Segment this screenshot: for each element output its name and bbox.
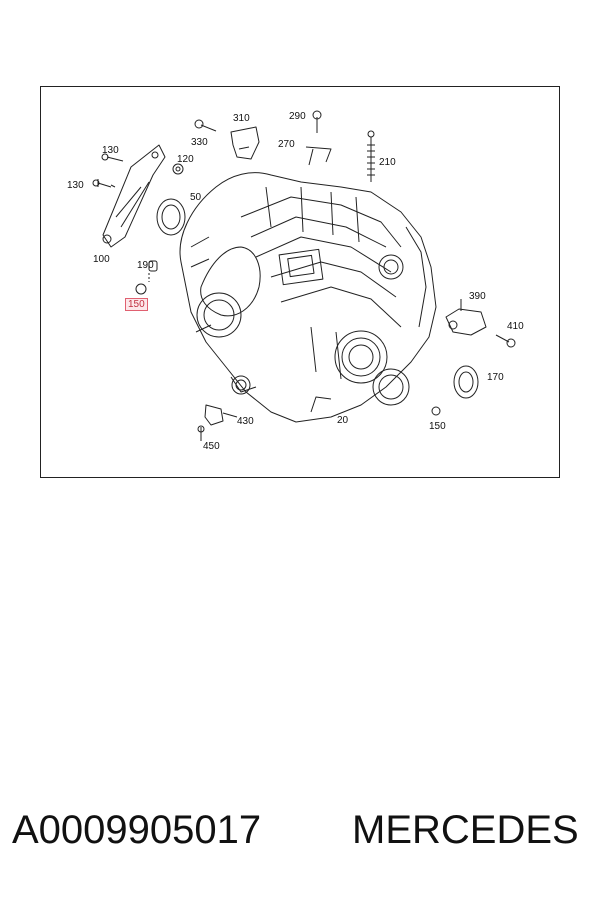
seal-170 bbox=[453, 365, 479, 399]
callout-130-top: 130 bbox=[102, 145, 119, 156]
part-number: A0009905017 bbox=[12, 808, 262, 852]
callout-100: 100 bbox=[93, 254, 110, 265]
brand-name: MERCEDES bbox=[352, 808, 579, 852]
transmission-housing-exploded-view bbox=[92, 110, 516, 441]
callout-410: 410 bbox=[507, 321, 524, 332]
callout-390: 390 bbox=[469, 291, 486, 302]
callout-430: 430 bbox=[237, 416, 254, 427]
callout-310: 310 bbox=[233, 113, 250, 124]
seal-50 bbox=[156, 198, 186, 236]
callout-450: 450 bbox=[203, 441, 220, 452]
callout-20: 20 bbox=[337, 415, 349, 426]
callout-330: 330 bbox=[191, 137, 208, 148]
callout-150-highlighted: 150 bbox=[125, 298, 148, 311]
callout-190: 190 bbox=[137, 260, 154, 271]
callout-290: 290 bbox=[289, 111, 306, 122]
callout-210: 210 bbox=[379, 157, 396, 168]
callout-130-left: 130 bbox=[67, 180, 84, 191]
lever-390 bbox=[445, 308, 487, 336]
parts-diagram-frame: 310 290 330 270 130 120 210 130 50 100 1… bbox=[40, 86, 560, 478]
callout-50: 50 bbox=[190, 192, 202, 203]
callout-170: 170 bbox=[487, 372, 504, 383]
gearbox-housing bbox=[179, 172, 437, 423]
callout-150-right: 150 bbox=[429, 421, 446, 432]
sensor-310 bbox=[230, 126, 260, 160]
bracket-100 bbox=[102, 144, 166, 248]
callout-270: 270 bbox=[278, 139, 295, 150]
callout-120: 120 bbox=[177, 154, 194, 165]
product-caption: A0009905017 MERCEDES bbox=[0, 800, 600, 860]
